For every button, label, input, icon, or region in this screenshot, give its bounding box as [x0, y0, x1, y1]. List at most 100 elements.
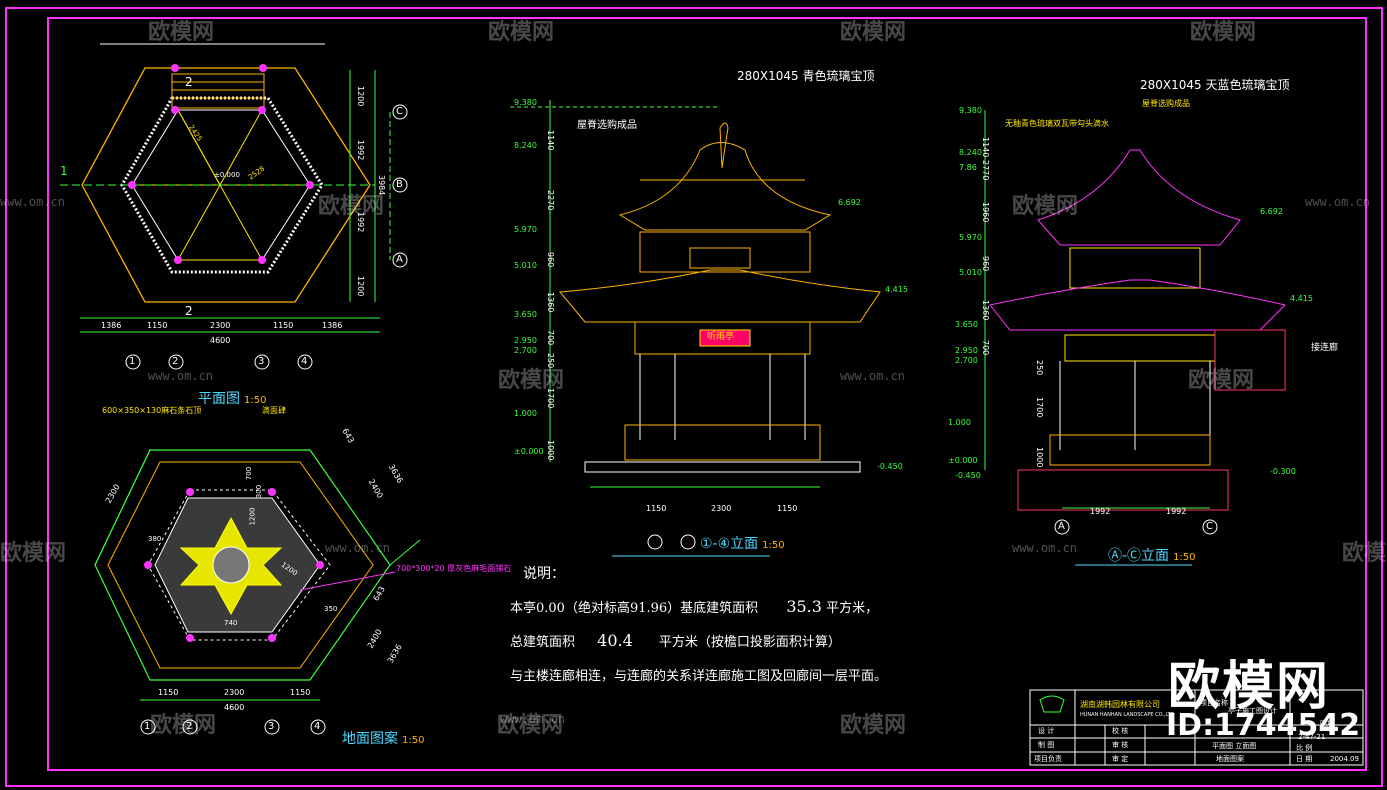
- elevac-vdim-1: 1140: [981, 137, 990, 158]
- plan-dim-3: 2300: [210, 321, 231, 330]
- elevac-level-2: 8.240: [959, 148, 982, 157]
- elevac-ridge-note: 屋脊选购成品: [1142, 99, 1190, 108]
- tb-sheet-name: 平面图 立面图: [1212, 742, 1257, 750]
- plan-axis-b: B: [396, 179, 403, 190]
- elevac-level-3: 7.86: [959, 163, 977, 172]
- plan-axis-2: 2: [172, 356, 179, 367]
- floor-paving-leader: [299, 571, 396, 591]
- watermark-url-7: www.om.cn: [500, 712, 566, 726]
- floor-axis-3: 3: [268, 721, 275, 732]
- elev14-vdim-5: 700: [546, 330, 555, 346]
- watermark-1: 欧模网: [148, 20, 215, 45]
- elevac-right-level-1: 6.692: [1260, 207, 1283, 216]
- tb-date-label: 日 期: [1296, 755, 1313, 763]
- plan-rdim-1: 1200: [356, 86, 365, 107]
- floor-dim-total: 4600: [224, 703, 245, 712]
- inner-frame: [47, 17, 1367, 771]
- plan-rdim-3: 1992: [356, 212, 365, 233]
- elev14-vdim-8: 1000: [546, 440, 555, 461]
- tb-mid-1: 校 核: [1112, 727, 1129, 735]
- floor-axis-1: 1: [144, 721, 151, 732]
- floor-pattern-view: [94, 449, 421, 735]
- elevac-vdim-5: 1360: [981, 300, 990, 321]
- elevac-roof-note: 280X1045 天蓝色琉璃宝顶: [1140, 78, 1290, 92]
- elevac-vdim-2: 2770: [981, 160, 990, 181]
- elev14-roof-note: 280X1045 青色琉璃宝顶: [737, 69, 875, 83]
- elevac-right-level-3: -0.300: [1270, 467, 1296, 476]
- floor-inner-dim-2: 300: [255, 484, 264, 499]
- brand-watermark: 欧模网: [1168, 657, 1331, 717]
- watermark-3: 欧模网: [840, 20, 907, 45]
- plan-steps: [171, 73, 265, 109]
- elevac-hdim-2: 1992: [1166, 507, 1187, 516]
- watermark-5: 欧模网: [318, 194, 385, 219]
- elev14-level-2: 8.240: [514, 141, 537, 150]
- plan-axis-4: 4: [301, 356, 308, 367]
- tb-sheet-name-2: 地面图案: [1216, 755, 1244, 763]
- tb-row-3: 项目负责: [1034, 755, 1062, 763]
- elev14-hdim-2: 2300: [711, 504, 732, 513]
- elev14-level-1: 9.380: [514, 98, 537, 107]
- elev14-upper-roof: [618, 142, 832, 231]
- watermark-9: 欧模网: [0, 541, 67, 566]
- watermark-13: 欧模网: [840, 713, 907, 738]
- elev14-plaque: 听雨亭: [707, 332, 735, 342]
- elevac-level-10: ±0.000: [948, 456, 978, 465]
- tb-company: 湖南湖韩园林有限公司: [1080, 700, 1160, 709]
- elevac-upper-roof: [1037, 149, 1241, 246]
- watermark-10: 欧模网: [1342, 541, 1387, 566]
- plan-section-mark-left: 1: [60, 164, 68, 178]
- elev14-vdim-6: 250: [546, 353, 555, 369]
- plan-axis-1: 1: [129, 356, 136, 367]
- elevac-axis-c: C: [1206, 521, 1213, 532]
- elev14-level-5: 3.650: [514, 310, 537, 319]
- tb-date: 2004.09: [1330, 755, 1359, 763]
- floor-dim-3: 1150: [290, 688, 311, 697]
- floor-inner-dim-5: 380: [148, 535, 162, 543]
- elevac-level-8: 2.700: [955, 356, 978, 365]
- id-watermark: ID:1744542: [1166, 708, 1361, 743]
- elevation-a-c-view: [984, 110, 1286, 566]
- watermark-4: 欧模网: [1190, 20, 1257, 45]
- floor-dim-2: 2300: [224, 688, 245, 697]
- plan-rdim-4: 1200: [356, 276, 365, 297]
- elev14-level-8: 1.000: [514, 409, 537, 418]
- plan-section-mark: 2: [185, 304, 193, 318]
- elev14-vdim-3: 960: [546, 252, 555, 268]
- elevac-level-1: 9.380: [959, 106, 982, 115]
- plan-dim-total: 4600: [210, 336, 231, 345]
- floor-inner-dim-1: 700: [245, 466, 254, 481]
- plan-dim-5: 1386: [322, 321, 343, 330]
- title-block: [1029, 689, 1364, 766]
- elevac-level-7: 2.950: [955, 346, 978, 355]
- tb-row-2: 制 图: [1038, 741, 1055, 749]
- floor-axis-4: 4: [314, 721, 321, 732]
- elev14-right-level-2: 4.415: [885, 285, 908, 294]
- tb-code: 园施: [1320, 720, 1334, 728]
- tb-mid-3: 审 定: [1112, 755, 1129, 763]
- elevac-vdim-8: 1700: [1035, 397, 1044, 418]
- plan-axis-a: A: [396, 254, 403, 265]
- elev14-ridge-note: 屋脊选购成品: [577, 120, 637, 131]
- tb-row-1: 设 计: [1038, 727, 1055, 735]
- elev14-level-10: -0.450: [877, 462, 903, 471]
- elevac-level-5: 5.010: [959, 268, 982, 277]
- watermark-url-4: www.om.cn: [840, 369, 906, 383]
- watermark-8: 欧模网: [1188, 368, 1255, 393]
- plan-rdim-total: 3984: [377, 175, 386, 196]
- plan-section-mark-top: 2: [185, 75, 193, 89]
- floor-stone-note: 600×350×130麻石条石顶: [102, 406, 202, 415]
- notes-heading: 说明：: [523, 566, 565, 582]
- elevac-vdim-4: 960: [981, 256, 990, 272]
- elevac-vdim-7: 250: [1035, 360, 1044, 376]
- plan-rdim-2: 1992: [356, 140, 365, 161]
- elev14-level-4: 5.010: [514, 261, 537, 270]
- elevation-1-4-view: [510, 100, 881, 557]
- plan-axis-3: 3: [258, 356, 265, 367]
- elev14-vdim-1: 1140: [546, 130, 555, 151]
- plan-dim-1: 1386: [101, 321, 122, 330]
- floor-dim-1: 1150: [158, 688, 179, 697]
- elevac-level-9: 1.000: [948, 418, 971, 427]
